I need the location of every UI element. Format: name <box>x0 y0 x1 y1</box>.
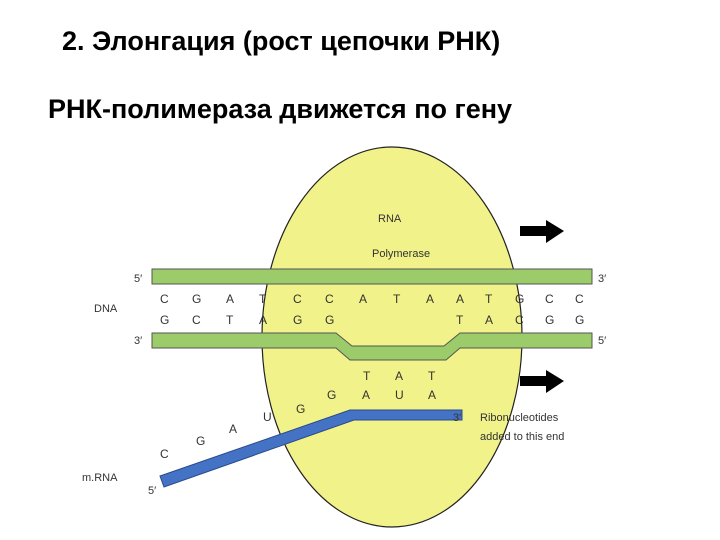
dna-label: DNA <box>94 303 118 315</box>
dna-bottom-base: G <box>293 313 302 327</box>
slide-subtitle: РНК-полимераза движется по гену <box>48 94 513 124</box>
dna-bottom-base: G <box>575 313 584 327</box>
rna-paired-base: U <box>395 388 404 402</box>
rna-paired-base: A <box>362 388 370 402</box>
rna-tail-base: U <box>263 410 272 424</box>
dna-top-base: T <box>259 292 267 306</box>
rna-5-end: 5′ <box>148 485 156 497</box>
rna-3-end: 3′ <box>453 412 461 424</box>
dna-bottom-base: A <box>259 313 267 327</box>
polymerase-label-line2: Polymerase <box>372 248 430 260</box>
rna-tail-base: G <box>296 402 305 416</box>
dna-bottom-base: G <box>160 313 169 327</box>
dna-bottom-base: T <box>456 313 464 327</box>
rna-paired-base: A <box>428 388 436 402</box>
polymerase-label-line1: RNA <box>378 213 402 225</box>
rna-tail-base: A <box>229 422 237 436</box>
rna-paired-base: G <box>327 388 336 402</box>
dna-coding-strand <box>151 268 593 285</box>
ribonucleotides-label-line2: added to this end <box>480 431 564 443</box>
rna-tail-base: C <box>160 447 169 461</box>
direction-arrow-top <box>520 220 564 243</box>
dna-bottom-3-end: 3′ <box>134 335 142 347</box>
dna-top-base: C <box>575 292 584 306</box>
dna-top-base: G <box>192 292 201 306</box>
dna-top-5-end: 5′ <box>134 273 142 285</box>
direction-arrow-bottom <box>520 370 564 393</box>
template-base: A <box>395 369 403 383</box>
dna-top-base: C <box>160 292 169 306</box>
dna-top-base: C <box>293 292 302 306</box>
dna-top-base: A <box>426 292 434 306</box>
dna-top-base: C <box>325 292 334 306</box>
dna-top-base: T <box>485 292 493 306</box>
dna-bottom-base: T <box>226 313 234 327</box>
dna-bottom-base: G <box>545 313 554 327</box>
mrna-strand <box>159 409 463 488</box>
slide-title: 2. Элонгация (рост цепочки РНК) <box>62 26 501 56</box>
mrna-label: m.RNA <box>82 472 118 484</box>
dna-top-base: C <box>545 292 554 306</box>
template-base: T <box>428 369 436 383</box>
dna-top-base: T <box>393 292 401 306</box>
dna-bottom-base: C <box>192 313 201 327</box>
dna-bottom-base: A <box>485 313 493 327</box>
dna-top-base: A <box>456 292 464 306</box>
dna-top-base: G <box>515 292 524 306</box>
dna-top-base: A <box>359 292 367 306</box>
ribonucleotides-label-line1: Ribonucleotides <box>480 412 559 424</box>
dna-top-3-end: 3′ <box>598 273 606 285</box>
template-base: T <box>363 369 371 383</box>
dna-bottom-5-end: 5′ <box>598 335 606 347</box>
dna-bottom-base: C <box>515 313 524 327</box>
dna-top-base: A <box>226 292 234 306</box>
rna-tail-base: G <box>196 434 205 448</box>
dna-bottom-base: G <box>325 313 334 327</box>
dna-template-strand <box>151 332 593 361</box>
